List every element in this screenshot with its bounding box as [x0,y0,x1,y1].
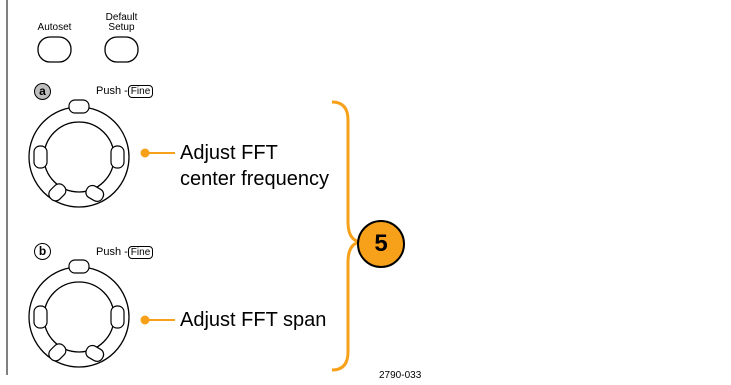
knob-b-fine-label: Fine [127,246,154,259]
autoset-label: Autoset [37,22,72,33]
step-number-badge: 5 [357,220,405,268]
knob-a-letter-icon: a [34,83,51,100]
leader-dot-a [140,148,150,158]
leader-dot-b [140,315,150,325]
knob-a[interactable] [28,99,130,208]
knob-b-push-text: Push - [96,246,128,258]
knob-b-push-label: Push -Fine [96,246,154,259]
default-setup-label-line2: Setup [108,22,135,33]
callout-a-line1: Adjust FFT [180,142,278,164]
default-setup-button-shape[interactable] [104,36,139,63]
knob-b-letter-icon: b [34,243,51,260]
grouping-brace [331,100,361,372]
knob-a-push-label: Push -Fine [96,85,154,98]
autoset-button-shape[interactable] [37,36,72,63]
figure-id: 2790-033 [379,370,422,381]
knob-a-push-text: Push - [96,85,128,97]
callout-a-line2: center frequency [180,168,329,190]
callout-b-line1: Adjust FFT span [180,309,327,331]
default-setup-label-line1: Default [105,12,138,23]
knob-a-fine-label: Fine [127,85,154,98]
knob-b[interactable] [28,259,130,368]
